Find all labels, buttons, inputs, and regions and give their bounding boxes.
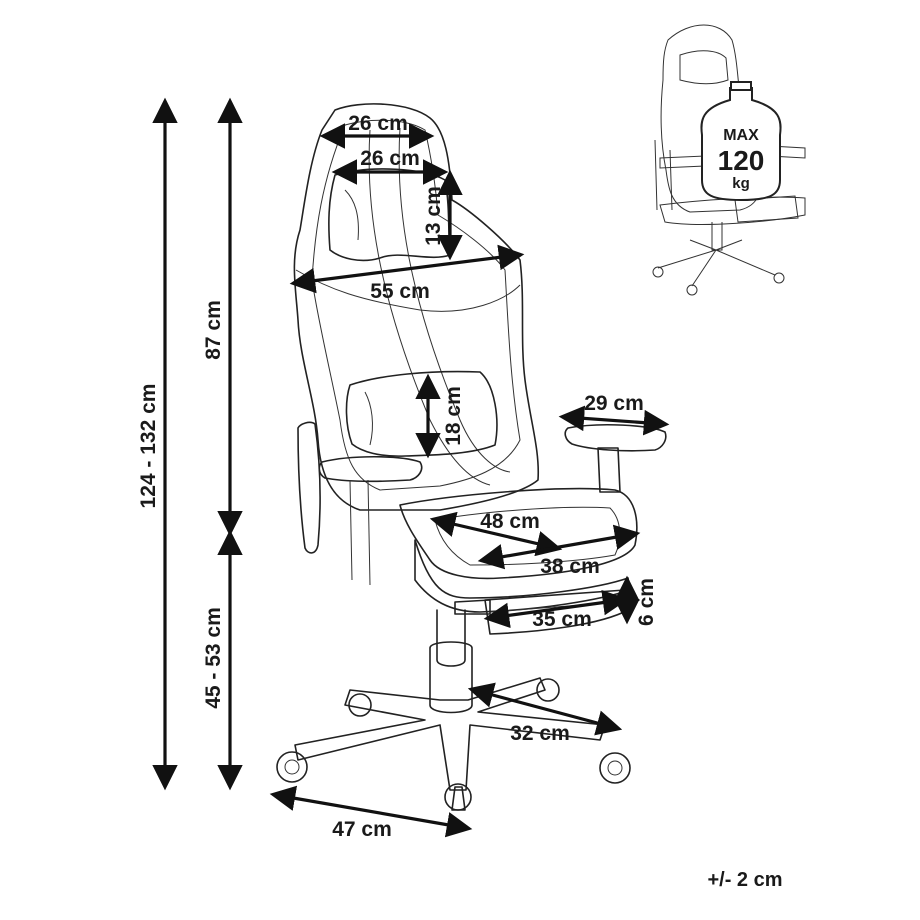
- headrest-pillow-height-label: 13 cm: [422, 186, 445, 246]
- headrest-top-width-label: 26 cm: [348, 112, 408, 135]
- weight-icon: [700, 81, 782, 202]
- footrest-length-label: 35 cm: [532, 608, 592, 631]
- max-load-unit: kg: [732, 175, 750, 192]
- chair-illustration: [276, 103, 667, 811]
- total-height-label: 124 - 132 cm: [137, 384, 160, 509]
- dimension-lines: [152, 97, 670, 838]
- footrest-thickness-label: 6 cm: [635, 578, 658, 626]
- seat-depth-label: 48 cm: [480, 510, 540, 533]
- lumbar-height-label: 18 cm: [442, 386, 465, 446]
- base-leg-label: 32 cm: [510, 722, 570, 745]
- max-load-chair-icon: MAX 120 kg: [652, 24, 806, 296]
- headrest-pillow-width-label: 26 cm: [360, 147, 420, 170]
- seat-height-label: 45 - 53 cm: [202, 607, 225, 709]
- backrest-height-label: 87 cm: [202, 300, 225, 360]
- max-label: MAX: [723, 127, 759, 144]
- base-width-label: 47 cm: [332, 818, 392, 841]
- dimension-labels: 26 cm 26 cm 13 cm 55 cm 18 cm 29 cm 48 c…: [137, 112, 783, 891]
- backrest-width-label: 55 cm: [370, 280, 430, 303]
- seat-width-label: 38 cm: [540, 555, 600, 578]
- tolerance-label: +/- 2 cm: [707, 869, 782, 891]
- max-load-value: 120: [718, 145, 765, 176]
- armrest-length-label: 29 cm: [584, 392, 644, 415]
